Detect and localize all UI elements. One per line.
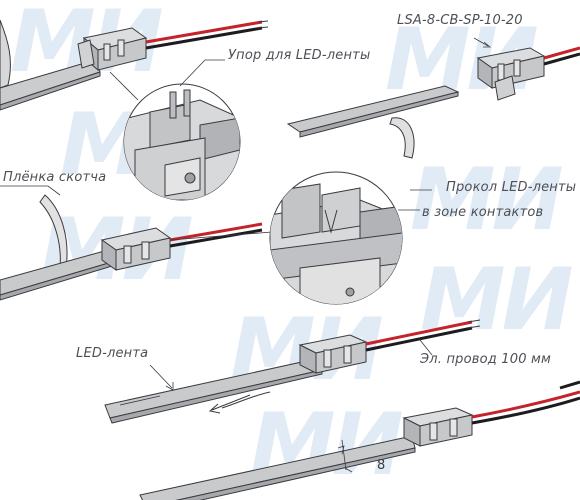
wire-top-right: [543, 46, 580, 66]
connector-bottom-1: [298, 334, 368, 374]
connector-top: [77, 27, 148, 72]
connector-top-right: [476, 47, 546, 101]
tape-film-label: Плёнка скотча: [3, 170, 107, 185]
leader-led-strip: [149, 364, 173, 389]
connector-middle: [100, 227, 172, 271]
wire-label: Эл. провод 100 мм: [420, 352, 552, 367]
detail-callout-pierce: [169, 171, 403, 305]
tape-peel-arrow: [208, 394, 251, 414]
wire-bottom-1: [365, 319, 481, 352]
leader-part-code: [473, 37, 489, 47]
strip-middle: [0, 249, 113, 301]
detail-callout-stop: [109, 71, 241, 201]
part-code-label: LSA-8-CB-SP-10-20: [397, 13, 523, 28]
strip-bottom-1: [104, 357, 323, 424]
connector-bottom-2: [402, 407, 474, 447]
wire-top: [145, 20, 269, 50]
arrow-head: [483, 41, 492, 48]
wire-middle: [169, 222, 263, 248]
wire-bottom-2: [471, 380, 580, 425]
width-dimension: [337, 439, 353, 473]
pierce-label-line2: в зоне контактов: [422, 205, 544, 220]
strip-bottom-2: [139, 435, 416, 500]
width-label: 8: [377, 458, 386, 473]
leader-stop: [179, 59, 225, 87]
pierce-label-line1: Прокол LED-ленты: [446, 180, 577, 195]
leader-wire: [419, 339, 433, 356]
strip-curl-top: [0, 19, 101, 111]
led-strip-label: LED-лента: [76, 346, 149, 361]
stop-label: Упор для LED-ленты: [228, 48, 371, 63]
strip-top-right: [286, 85, 460, 159]
arrow-head: [165, 382, 174, 391]
tape-film: [39, 194, 68, 269]
leader-tape-film: [0, 185, 61, 196]
